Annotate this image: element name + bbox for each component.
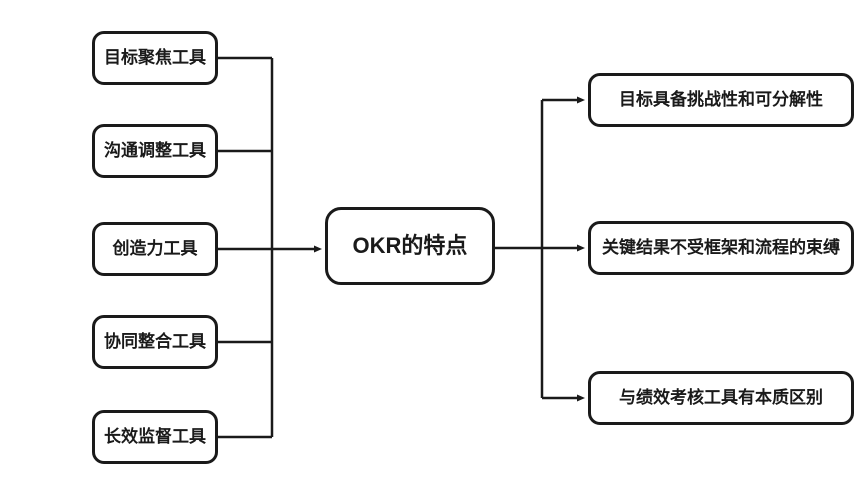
node-long-term-supervision-tool: 长效监督工具 bbox=[92, 410, 218, 464]
node-okr-features: OKR的特点 bbox=[325, 207, 495, 285]
node-label: 创造力工具 bbox=[112, 238, 198, 258]
node-label: 长效监督工具 bbox=[104, 426, 206, 446]
node-label: 协同整合工具 bbox=[104, 331, 206, 351]
node-communication-adjust-tool: 沟通调整工具 bbox=[92, 124, 218, 178]
node-goal-focus-tool: 目标聚焦工具 bbox=[92, 31, 218, 85]
node-challenging-decomposable-goals: 目标具备挑战性和可分解性 bbox=[588, 73, 854, 127]
node-label: 目标具备挑战性和可分解性 bbox=[619, 89, 823, 109]
node-key-results-unconstrained: 关键结果不受框架和流程的束缚 bbox=[588, 221, 854, 275]
node-label: 与绩效考核工具有本质区别 bbox=[619, 387, 823, 407]
node-label: OKR的特点 bbox=[352, 232, 468, 258]
node-label: 关键结果不受框架和流程的束缚 bbox=[602, 237, 840, 257]
node-label: 目标聚焦工具 bbox=[104, 47, 206, 67]
node-collaboration-integration-tool: 协同整合工具 bbox=[92, 315, 218, 369]
node-different-from-performance-appraisal: 与绩效考核工具有本质区别 bbox=[588, 371, 854, 425]
node-label: 沟通调整工具 bbox=[104, 140, 206, 160]
node-creativity-tool: 创造力工具 bbox=[92, 222, 218, 276]
